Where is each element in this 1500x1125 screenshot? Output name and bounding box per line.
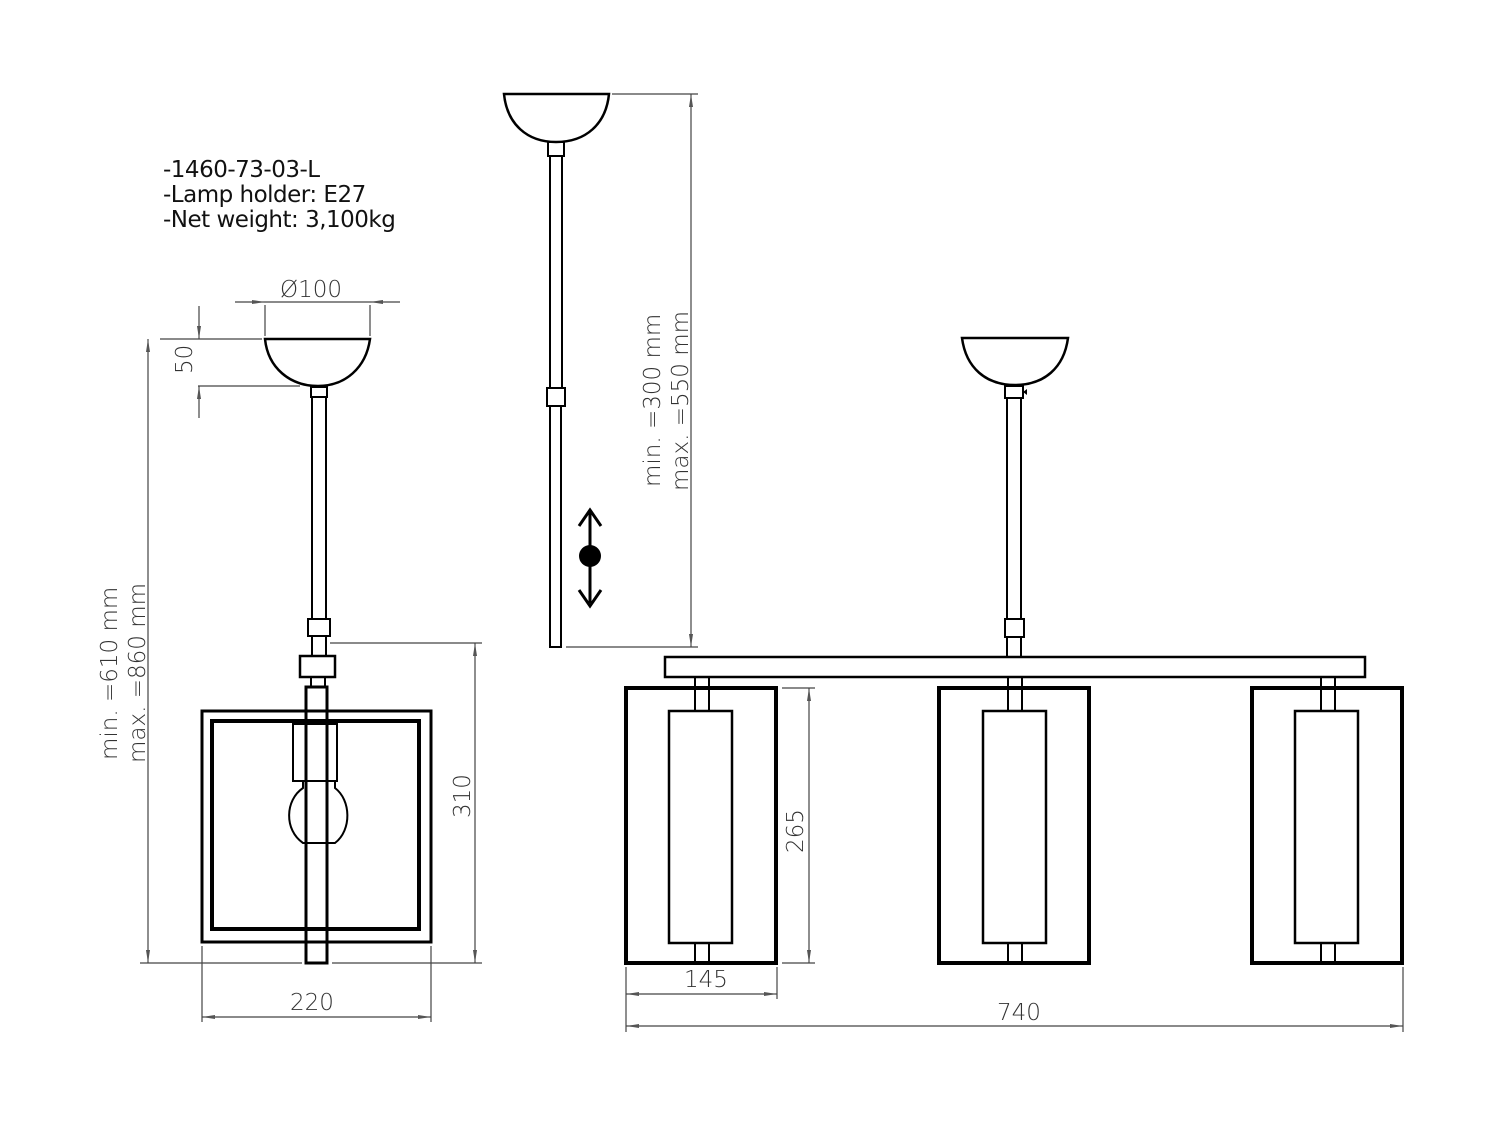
- side-view: Ø100 50 min. =610 mm max. =860 mm 310 22…: [97, 277, 482, 1022]
- bulb: [288, 781, 349, 844]
- dim-canopy-height: 50: [172, 345, 198, 374]
- front-shade-1: [624, 676, 778, 965]
- front-view: 265 145 740: [624, 336, 1404, 1032]
- dim-canopy-diameter: Ø100: [280, 277, 342, 303]
- dim-front-shade-width: 145: [684, 967, 728, 993]
- model-number: -1460-73-03-L: [163, 157, 320, 183]
- lamp-holder: -Lamp holder: E27: [163, 182, 366, 208]
- dim-front-shade-height: 265: [783, 809, 809, 853]
- dim-front-total-width: 740: [997, 1000, 1041, 1026]
- rod-detail: min. =300 mm max. =550 mm: [502, 92, 698, 648]
- dim-shade-width: 220: [290, 990, 334, 1016]
- front-shade-2: [937, 676, 1091, 965]
- canopy: [263, 337, 372, 388]
- net-weight: -Net weight: 3,100kg: [163, 207, 396, 233]
- front-shade-3: [1250, 676, 1404, 965]
- spec-block: -1460-73-03-L -Lamp holder: E27 -Net wei…: [163, 157, 396, 233]
- adjustable-height-arrow-icon: [577, 507, 603, 609]
- dim-total-min: min. =610 mm: [97, 587, 123, 760]
- dim-shade-height: 310: [450, 774, 476, 818]
- dim-total-max: max. =860 mm: [125, 583, 151, 763]
- dim-rod-max: max. =550 mm: [668, 311, 694, 491]
- crossbar: [663, 655, 1367, 679]
- dim-rod-min: min. =300 mm: [640, 314, 666, 487]
